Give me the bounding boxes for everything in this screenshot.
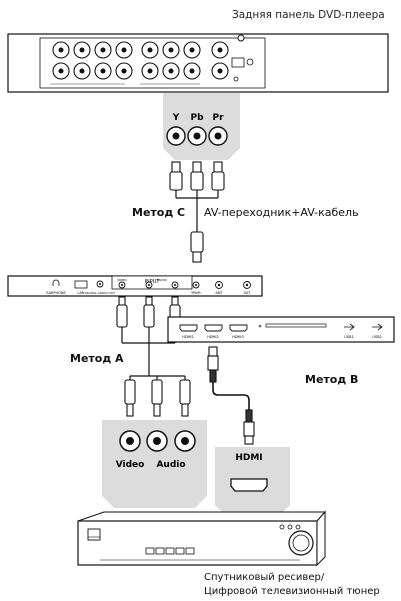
method-a-bottom-plugs xyxy=(124,379,191,417)
tv-input-title: INPUT xyxy=(145,279,161,285)
component-label-pr: Pr xyxy=(212,113,224,123)
tv-audio-label: AUDIO xyxy=(157,278,167,282)
hdmi2-label: HDMI2 xyxy=(207,335,219,339)
hdmi1-label: HDMI1 xyxy=(182,335,194,339)
tv-hdmi-panel: HDMI1 HDMI2 HDMI3 USB1 USB2 xyxy=(167,316,395,343)
method-c-cable xyxy=(175,190,219,232)
component-label-y: Y xyxy=(172,113,180,123)
method-b-label: Метод B xyxy=(305,373,359,386)
receiver-name-line1: Спутниковый ресивер/ xyxy=(204,572,325,583)
usb1-label: USB1 xyxy=(344,335,353,339)
receiver-hdmi-plate: HDMI xyxy=(215,447,290,513)
receiver-rca-plate: Video Audio xyxy=(102,420,207,508)
tv-earphone-label: EARPHONE xyxy=(46,291,65,295)
receiver-hdmi-label: HDMI xyxy=(235,453,262,463)
component-label-pb: Pb xyxy=(190,113,204,123)
receiver-audio-label: Audio xyxy=(156,460,185,470)
tv-ypbpr-label: YPbPr xyxy=(191,291,202,295)
tv-input-panel: INPUT EARPHONE LAN DIGITAL AUDIO OUT VID… xyxy=(7,275,263,297)
component-connector-plate: Y Pb Pr xyxy=(163,93,240,160)
receiver-name-line2: Цифровой телевизионный тюнер xyxy=(204,586,380,597)
dvd-back-panel xyxy=(7,33,389,93)
tv-digital-audio-out-label: DIGITAL AUDIO OUT xyxy=(85,291,115,295)
method-c-label: Метод C xyxy=(132,206,186,219)
component-rca-plugs xyxy=(169,161,225,191)
method-c-description: AV-переходник+AV-кабель xyxy=(204,206,359,219)
tv-video-label: VIDEO xyxy=(117,278,127,282)
tv-lan-label: LAN xyxy=(77,291,84,295)
tv-ant-label: ANT xyxy=(215,291,223,295)
method-a-label: Метод A xyxy=(70,352,124,365)
tv-sat-label: SAT xyxy=(244,291,251,295)
usb2-label: USB2 xyxy=(372,335,381,339)
receiver-video-label: Video xyxy=(116,460,145,470)
satellite-receiver-box xyxy=(77,510,327,567)
hdmi3-label: HDMI3 xyxy=(232,335,244,339)
method-a-cable xyxy=(121,327,186,380)
ypbpr-single-plug xyxy=(190,231,204,263)
dvd-panel-title: Задняя панель DVD-плеера xyxy=(232,9,385,21)
hdmi-cable xyxy=(207,346,255,445)
